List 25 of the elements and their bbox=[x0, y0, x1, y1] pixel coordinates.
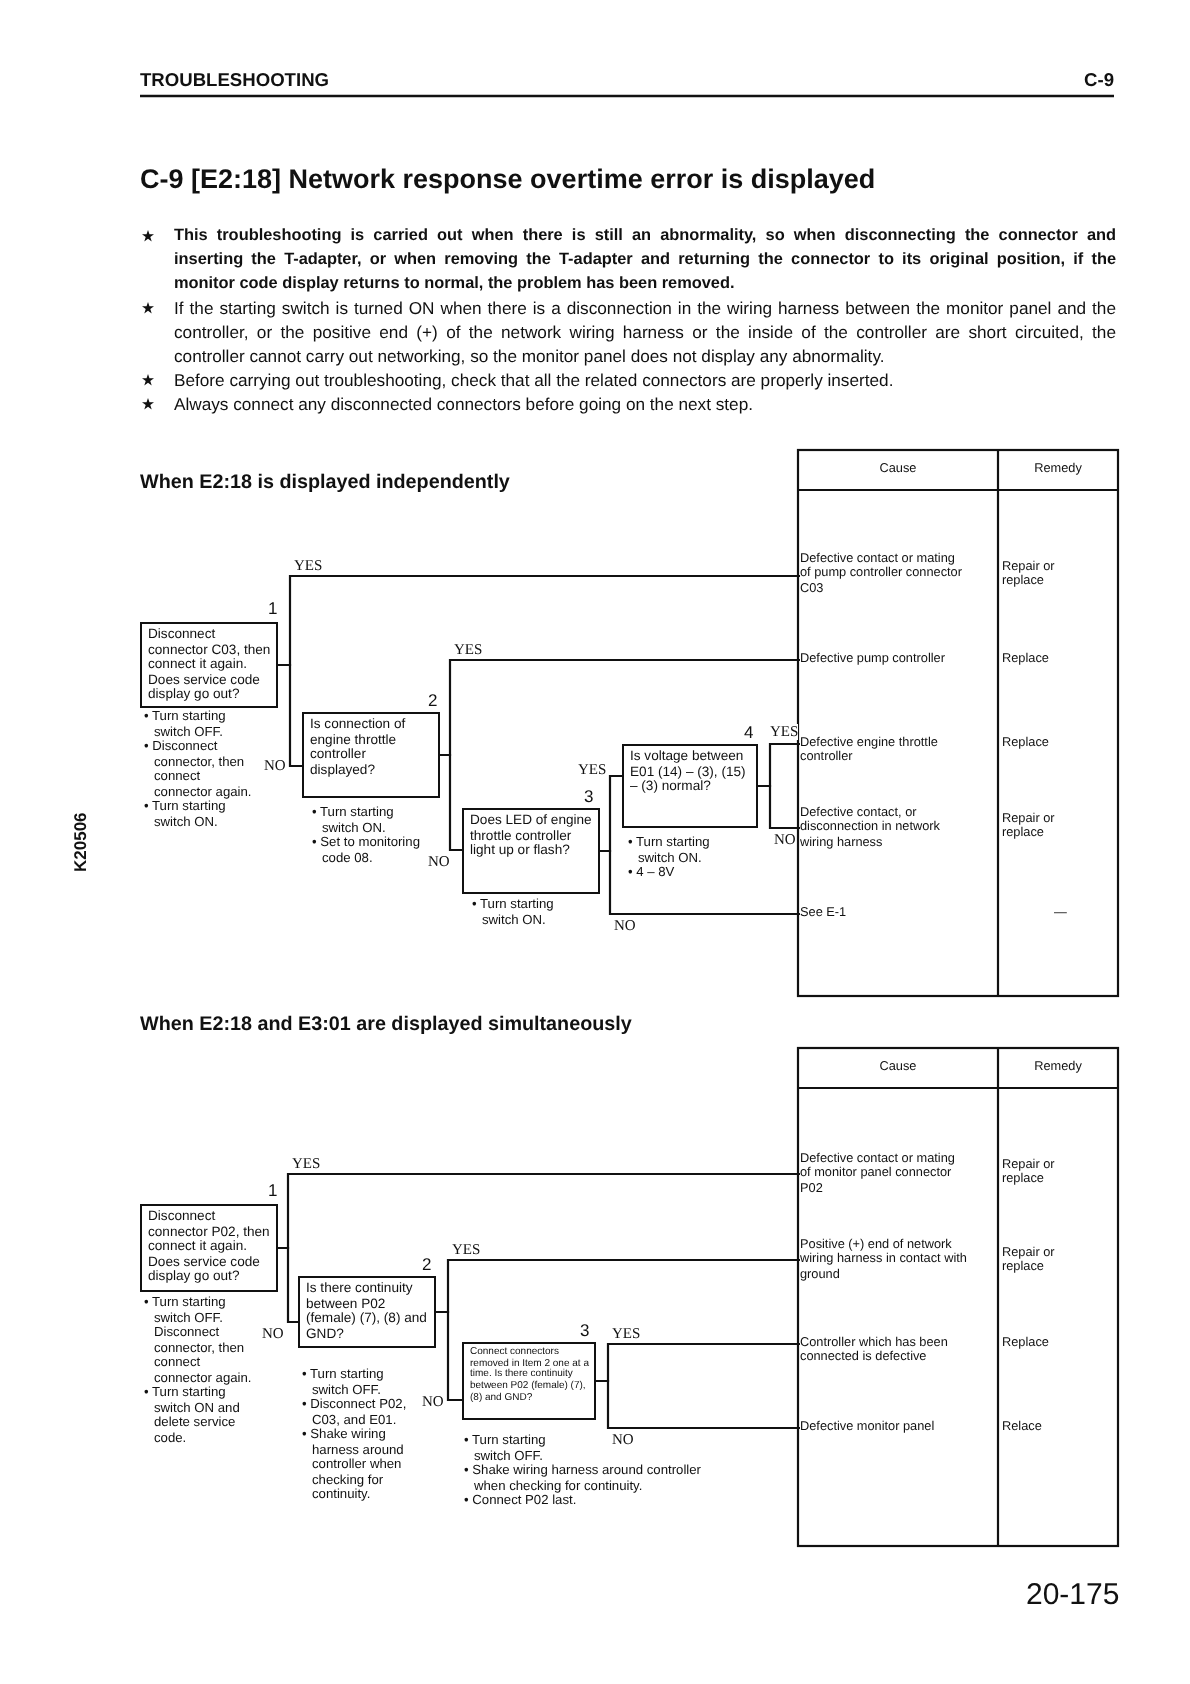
branch-line bbox=[278, 1246, 298, 1324]
branch-line bbox=[596, 1379, 800, 1430]
step-number: 2 bbox=[428, 692, 438, 710]
step-number: 1 bbox=[268, 1182, 278, 1200]
instruction-text: Always connect any disconnected connectors before going on the next step. bbox=[174, 392, 756, 416]
instruction-text: This troubleshooting is carried out when there is still an abnormality, so when disconnecting the connector and inserting the T-adapter, or when removing the T-adapter and returning the connector to its original position, if the monitor code display returns to normal, the problem has been removed. bbox=[174, 224, 1116, 296]
section-heading: When E2:18 is displayed independently bbox=[140, 472, 510, 494]
instruction-text: If the starting switch is turned ON when there is a disconnection in the wiring harness between the monitor panel and the controller, or the positive end (+) of the network wiring harness or the inside of the controller are short circuited, the controller cannot carry out networking, so the monitor panel does not display any abnormality. bbox=[174, 296, 1116, 368]
running-header: TROUBLESHOOTING bbox=[140, 70, 330, 92]
section-heading: When E2:18 and E3:01 are displayed simultaneously bbox=[140, 1014, 632, 1036]
branch-line bbox=[440, 753, 462, 852]
document-code: K20506 bbox=[70, 812, 90, 872]
step-number: 2 bbox=[422, 1256, 432, 1274]
branch-line bbox=[436, 1310, 462, 1402]
step-number: 3 bbox=[580, 1322, 590, 1340]
running-header: C-9 bbox=[1084, 70, 1114, 92]
instruction-text: Before carrying out troubleshooting, check that all the related connectors are properly inserted. bbox=[174, 368, 896, 392]
page-number: 20-175 bbox=[1026, 1578, 1120, 1612]
step-number: 1 bbox=[268, 600, 278, 618]
branch-line bbox=[278, 663, 302, 768]
step-number: 4 bbox=[744, 724, 754, 742]
branch-line bbox=[600, 849, 800, 916]
step-number: 3 bbox=[584, 788, 594, 806]
page-title: C-9 [E2:18] Network response overtime error is displayed bbox=[140, 164, 876, 194]
branch-line bbox=[758, 784, 800, 830]
